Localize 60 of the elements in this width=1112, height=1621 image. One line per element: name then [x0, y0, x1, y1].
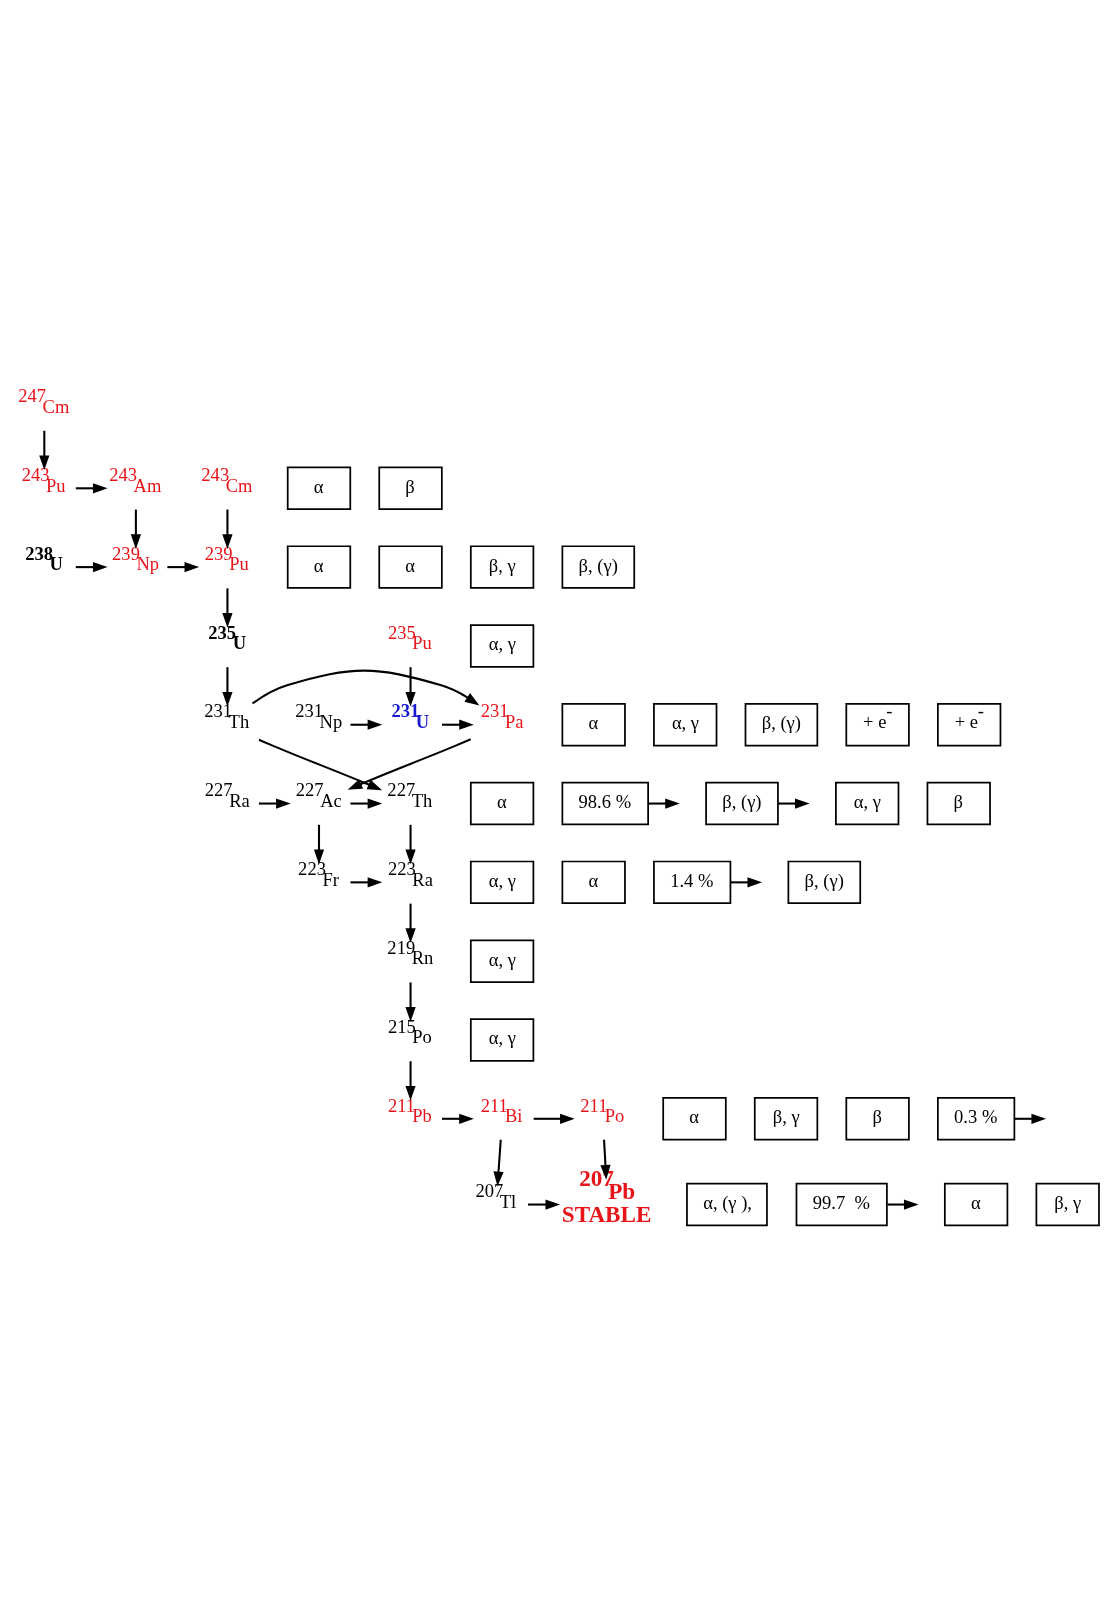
node-box: β, γ [1035, 1182, 1100, 1227]
node-box: α [469, 781, 535, 826]
node-box: α, γ [469, 1018, 535, 1062]
node-box: β, γ [469, 545, 535, 589]
arrow [1014, 1113, 1047, 1124]
node-box: α, γ [653, 703, 718, 747]
arrow [350, 798, 383, 809]
node-box: β [845, 1097, 910, 1141]
arrow [405, 982, 416, 1022]
arrow [442, 719, 474, 730]
arrow [887, 1199, 919, 1210]
arrow [405, 1061, 416, 1101]
node-box: 99.7 % [795, 1182, 888, 1227]
arrow [600, 1139, 611, 1180]
arrow [405, 824, 416, 865]
node-box: α [561, 860, 626, 905]
arrow [258, 798, 291, 809]
arrow [405, 667, 416, 707]
node-box: 98.6 % [561, 781, 649, 826]
node-box: α [662, 1097, 727, 1141]
node-box: α [286, 466, 352, 511]
arrow [39, 430, 50, 471]
node-box: β, (γ) [561, 545, 636, 589]
arrow [222, 509, 233, 549]
node-box: α, (γ ), [686, 1182, 768, 1227]
arrow [442, 1113, 474, 1124]
arrow [533, 1113, 575, 1124]
node-box: β, (γ) [705, 781, 779, 826]
arrow [313, 824, 325, 865]
node-box: β, (γ) [744, 703, 819, 747]
node-box: 0.3 % [937, 1097, 1016, 1141]
arrow [251, 669, 480, 706]
node-box: 1.4 % [653, 860, 732, 905]
node-box: β, (γ) [787, 860, 862, 905]
node-box: β [378, 466, 443, 511]
node-box: α, γ [835, 781, 900, 826]
node-box: α [286, 545, 352, 589]
arrow [75, 483, 108, 494]
arrow [130, 509, 141, 549]
arrow [405, 903, 416, 943]
node-box: α, γ [469, 939, 535, 983]
arrow [347, 738, 472, 790]
arrow [258, 738, 383, 791]
arrow [648, 798, 680, 809]
arrow [167, 562, 200, 573]
arrow [222, 667, 233, 707]
node-box: α, γ [469, 860, 535, 905]
node-box: α [943, 1182, 1009, 1227]
arrow [75, 562, 108, 573]
node-box: β [926, 781, 991, 826]
node-box: α, γ [469, 624, 535, 668]
arrow [350, 719, 383, 730]
arrow [528, 1199, 561, 1210]
arrow [222, 588, 233, 628]
node-box: α [561, 703, 626, 747]
arrow [493, 1139, 504, 1187]
node-box: α [378, 545, 443, 589]
arrow [350, 877, 383, 888]
node-box: β, γ [753, 1097, 819, 1141]
arrow [778, 798, 810, 809]
